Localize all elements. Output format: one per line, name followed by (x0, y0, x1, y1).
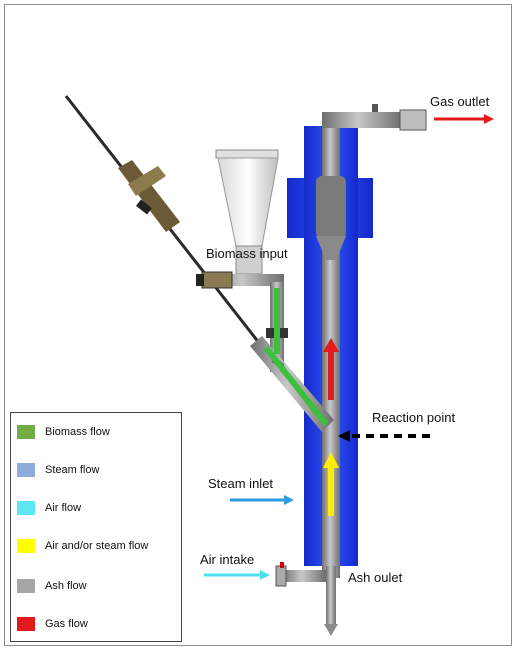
air-steam-flow-head (323, 452, 339, 468)
cyclone-cone (316, 236, 346, 260)
steam-inlet-label: Steam inlet (208, 476, 274, 491)
air-intake-pipe (282, 570, 326, 582)
air-flow-swatch (17, 501, 35, 515)
legend-label: Gas flow (45, 618, 88, 630)
gas-flow-swatch (17, 617, 35, 631)
steam-flow-swatch (17, 463, 35, 477)
legend-label: Ash flow (45, 580, 87, 592)
reaction-point-arrow-head (338, 430, 350, 442)
biomass-flow-swatch (17, 425, 35, 439)
gas-outlet-top-pipe (322, 112, 402, 128)
air-intake-label: Air intake (200, 552, 255, 567)
air-intake-arrow-head (260, 570, 270, 580)
legend-label: Biomass flow (45, 426, 110, 438)
biomass-input-label: Biomass input (206, 246, 288, 261)
legend-label: Air and/or steam flow (45, 540, 149, 552)
gas-outlet-arrow-head (484, 114, 494, 124)
screw-feeder-motor (201, 271, 233, 289)
biomass-flow-diagonal (263, 346, 329, 426)
screw-motor-coupling (118, 160, 180, 232)
ash-flow-swatch (17, 579, 35, 593)
gas-outlet-fitting (399, 109, 427, 131)
legend-label: Air flow (45, 502, 82, 514)
ash-arrow-head (324, 624, 338, 636)
ash-outlet-pipe (326, 566, 336, 626)
reaction-point-label: Reaction point (372, 410, 456, 425)
steam-inlet-arrow-head (284, 495, 294, 505)
gas-flow-internal-head (323, 338, 339, 352)
legend-label: Steam flow (45, 464, 100, 476)
gas-outlet-label: Gas outlet (430, 94, 490, 109)
air-steam-flow-swatch (17, 539, 35, 553)
legend: Biomass flow Steam flow Air flow Air and… (10, 412, 182, 642)
ash-outlet-label: Ash oulet (348, 570, 403, 585)
inner-cyclone (316, 176, 346, 238)
